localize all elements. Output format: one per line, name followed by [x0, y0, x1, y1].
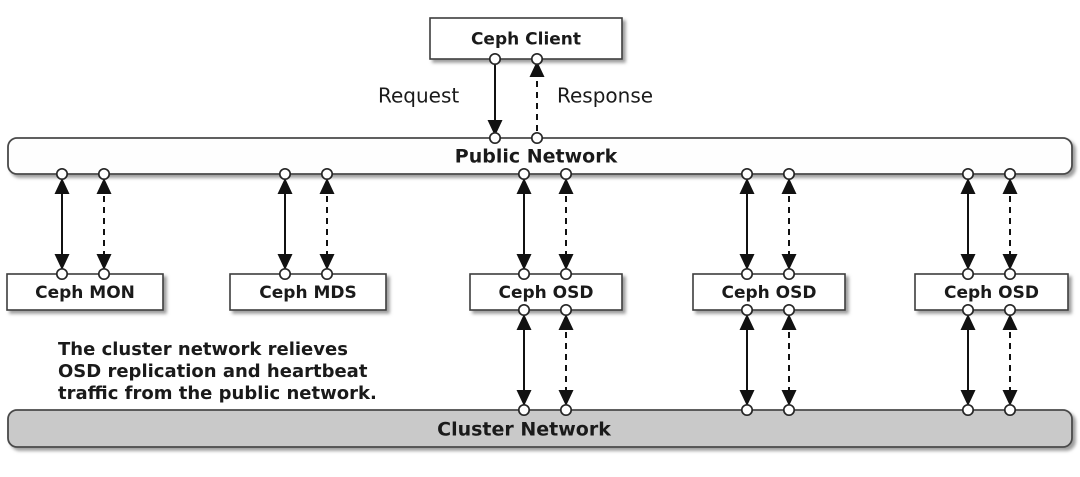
cluster-network-caption-line-1: The cluster network relieves: [58, 339, 348, 360]
ceph-osd-3-cluster-solid-arrow-up: [960, 314, 976, 330]
ceph-osd-3-cluster-dashed-arrow-up: [1002, 314, 1018, 330]
ceph-osd-1-cluster-dashed-arrow-up: [558, 314, 574, 330]
ceph-mon-public-solid-arrow-up: [54, 178, 70, 194]
ceph-mds-port-top-solid: [278, 267, 292, 281]
ceph-osd-1-public-solid-arrow-down: [516, 254, 532, 270]
diagram-shapes: [6, 17, 1073, 448]
connection-links: [54, 59, 1018, 410]
ceph-osd-2-cluster-solid-arrow-down: [739, 390, 755, 406]
ceph-osd-1-public-dashed-arrow-up: [558, 178, 574, 194]
ceph-mds-public-dashed-arrow-up: [319, 178, 335, 194]
public-network-label: Public Network: [455, 146, 618, 168]
public-network-port-request: [488, 131, 502, 145]
cluster-network-caption-line-3: traffic from the public network.: [58, 383, 377, 404]
public-network-port-ceph-osd-2-solid: [740, 167, 754, 181]
ceph-osd-1-box: [469, 273, 623, 311]
ceph-mds-public-dashed-arrow-down: [319, 254, 335, 270]
response-label: Response: [557, 84, 653, 108]
public-network-port-ceph-mon-solid: [55, 167, 69, 181]
ceph-osd-1-public-dashed-arrow-down: [558, 254, 574, 270]
ceph-osd-3-cluster-dashed-arrow-down: [1002, 390, 1018, 406]
ceph-osd-2-cluster-solid-arrow-up: [739, 314, 755, 330]
public-network-port-ceph-mds-solid: [278, 167, 292, 181]
client-response-arrow: [529, 61, 545, 77]
cluster-network-bar: [7, 409, 1073, 448]
ceph-osd-2-port-top-dashed: [782, 267, 796, 281]
cluster-network-port-ceph-osd-2-dashed: [782, 403, 796, 417]
public-network-port-ceph-osd-3-solid: [961, 167, 975, 181]
client-port-response: [530, 52, 544, 66]
ceph-mon-public-dashed-arrow-down: [96, 254, 112, 270]
ceph-client-label: Ceph Client: [471, 30, 581, 50]
ceph-osd-2-public-solid-arrow-up: [739, 178, 755, 194]
ceph-osd-1-cluster-solid-arrow-down: [516, 390, 532, 406]
ceph-mon-port-top-solid: [55, 267, 69, 281]
ceph-osd-2-port-bottom-dashed: [782, 303, 796, 317]
ceph-mds-public-solid-arrow-up: [277, 178, 293, 194]
ceph-mds-label: Ceph MDS: [259, 283, 356, 303]
ceph-osd-3-public-dashed-arrow-up: [1002, 178, 1018, 194]
ceph-osd-1-cluster-solid-arrow-up: [516, 314, 532, 330]
ceph-osd-2-public-solid-arrow-down: [739, 254, 755, 270]
cluster-network-port-ceph-osd-3-solid: [961, 403, 975, 417]
ceph-client-box: [429, 17, 623, 60]
ceph-osd-2-port-top-solid: [740, 267, 754, 281]
ceph-mds-port-top-dashed: [320, 267, 334, 281]
request-label: Request: [378, 84, 459, 108]
ceph-osd-3-public-solid-arrow-up: [960, 178, 976, 194]
public-network-port-ceph-osd-1-dashed: [559, 167, 573, 181]
ceph-osd-1-port-top-solid: [517, 267, 531, 281]
ceph-mon-public-solid-arrow-down: [54, 254, 70, 270]
client-port-request: [488, 52, 502, 66]
public-network-port-ceph-mon-dashed: [97, 167, 111, 181]
ceph-osd-1-label: Ceph OSD: [498, 283, 593, 303]
ceph-osd-2-cluster-dashed-arrow-down: [781, 390, 797, 406]
ceph-osd-2-box: [692, 273, 846, 311]
ceph-mon-port-top-dashed: [97, 267, 111, 281]
ceph-osd-2-cluster-dashed-arrow-up: [781, 314, 797, 330]
ceph-mon-public-dashed-arrow-up: [96, 178, 112, 194]
ceph-osd-3-cluster-solid-arrow-down: [960, 390, 976, 406]
client-request-arrow: [487, 120, 503, 136]
public-network-port-ceph-osd-1-solid: [517, 167, 531, 181]
cluster-network-port-ceph-osd-3-dashed: [1003, 403, 1017, 417]
cluster-network-port-ceph-osd-1-solid: [517, 403, 531, 417]
ceph-mon-label: Ceph MON: [35, 283, 135, 303]
public-network-port-ceph-mds-dashed: [320, 167, 334, 181]
cluster-network-caption-line-2: OSD replication and heartbeat: [58, 361, 368, 382]
connection-ports: [55, 52, 1017, 417]
cluster-network-port-ceph-osd-1-dashed: [559, 403, 573, 417]
ceph-osd-2-port-bottom-solid: [740, 303, 754, 317]
ceph-mon-box: [6, 273, 164, 311]
public-network-port-ceph-osd-2-dashed: [782, 167, 796, 181]
ceph-osd-1-port-bottom-solid: [517, 303, 531, 317]
ceph-osd-2-label: Ceph OSD: [721, 283, 816, 303]
ceph-osd-3-label: Ceph OSD: [944, 283, 1039, 303]
ceph-osd-2-public-dashed-arrow-down: [781, 254, 797, 270]
ceph-osd-1-port-top-dashed: [559, 267, 573, 281]
ceph-mds-box: [229, 273, 387, 311]
public-network-port-ceph-osd-3-dashed: [1003, 167, 1017, 181]
ceph-osd-1-port-bottom-dashed: [559, 303, 573, 317]
public-network-port-response: [530, 131, 544, 145]
ceph-osd-3-port-top-dashed: [1003, 267, 1017, 281]
ceph-osd-3-port-top-solid: [961, 267, 975, 281]
ceph-mds-public-solid-arrow-down: [277, 254, 293, 270]
ceph-osd-1-public-solid-arrow-up: [516, 178, 532, 194]
ceph-osd-3-port-bottom-dashed: [1003, 303, 1017, 317]
ceph-osd-3-box: [914, 273, 1069, 311]
ceph-osd-2-public-dashed-arrow-up: [781, 178, 797, 194]
cluster-network-port-ceph-osd-2-solid: [740, 403, 754, 417]
ceph-osd-3-port-bottom-solid: [961, 303, 975, 317]
ceph-osd-3-public-dashed-arrow-down: [1002, 254, 1018, 270]
ceph-osd-3-public-solid-arrow-down: [960, 254, 976, 270]
ceph-osd-1-cluster-dashed-arrow-down: [558, 390, 574, 406]
cluster-network-label: Cluster Network: [437, 419, 611, 441]
